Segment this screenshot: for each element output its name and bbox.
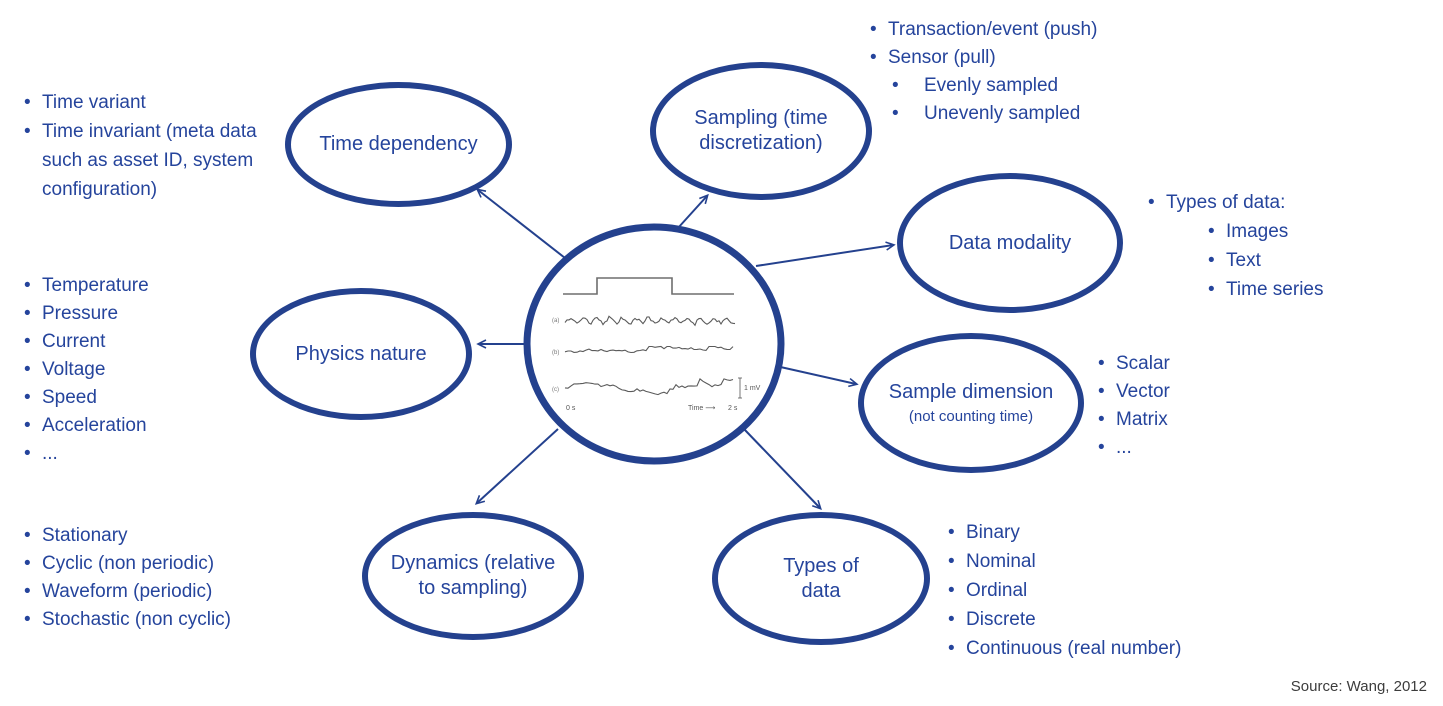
node-types-of-data: Types of data xyxy=(712,512,930,645)
waveform-c xyxy=(564,378,734,396)
scale-bar-label: 1 mV xyxy=(744,385,761,392)
arrow-to-time-dependency xyxy=(475,188,566,259)
list-item: Cyclic (non periodic) xyxy=(22,550,332,578)
list-item: Sensor (pull) xyxy=(868,44,1208,72)
pulse-signal xyxy=(563,277,734,295)
node-data-modality: Data modality xyxy=(897,173,1123,313)
list-item: Unevenly sampled xyxy=(868,100,1208,128)
list-item: Pressure xyxy=(22,300,262,328)
arrow-to-types-of-data xyxy=(743,428,822,511)
arrows xyxy=(474,188,896,511)
node-physics-nature: Physics nature xyxy=(250,288,472,420)
list-item: Time invariant (meta data such as asset … xyxy=(22,117,276,204)
arrow-to-sampling xyxy=(677,193,709,229)
node-sampling: Sampling (time discretization) xyxy=(650,62,872,200)
list-item: Stochastic (non cyclic) xyxy=(22,606,332,634)
source-caption: Source: Wang, 2012 xyxy=(1290,678,1427,695)
list-item: Types of data: xyxy=(1146,188,1416,217)
node-label: Physics nature xyxy=(295,342,427,365)
node-dynamics: Dynamics (relative to sampling) xyxy=(362,512,584,640)
list-dynamics: Stationary Cyclic (non periodic) Wavefor… xyxy=(22,522,332,634)
list-data-modality: Types of data: Images Text Time series xyxy=(1146,188,1416,304)
list-item: Time series xyxy=(1146,275,1416,304)
arrow-to-sample-dimension xyxy=(775,365,859,388)
center-node-circle xyxy=(523,223,785,465)
arrow-to-data-modality xyxy=(755,241,896,267)
list-item: Evenly sampled xyxy=(868,72,1208,100)
node-label: Sampling (time discretization) xyxy=(694,107,828,154)
list-item: Ordinal xyxy=(946,576,1286,605)
node-label: Sample dimension xyxy=(888,381,1054,403)
list-item: ... xyxy=(22,440,262,468)
list-time-dependency: Time variant Time invariant (meta data s… xyxy=(22,88,276,204)
list-item: Binary xyxy=(946,518,1286,547)
list-item: ... xyxy=(1096,434,1306,462)
list-item: Transaction/event (push) xyxy=(868,16,1208,44)
list-item: Current xyxy=(22,328,262,356)
waveform-b xyxy=(564,345,734,354)
waveform-a xyxy=(564,315,736,327)
list-item: Voltage xyxy=(22,356,262,384)
node-label: Data modality xyxy=(948,231,1072,254)
arrow-to-dynamics xyxy=(474,428,559,505)
time-axis-start: 0 s xyxy=(566,405,576,412)
list-item: Waveform (periodic) xyxy=(22,578,332,606)
list-item: Matrix xyxy=(1096,406,1306,434)
trace-a-label: (a) xyxy=(552,318,559,324)
list-item: Acceleration xyxy=(22,412,262,440)
list-item: Nominal xyxy=(946,547,1286,576)
time-axis-end: 2 s xyxy=(728,405,738,412)
list-item: Scalar xyxy=(1096,350,1306,378)
list-item: Speed xyxy=(22,384,262,412)
list-item: Continuous (real number) xyxy=(946,634,1286,663)
node-label: Dynamics (relative to sampling) xyxy=(390,552,556,599)
list-physics-nature: Temperature Pressure Current Voltage Spe… xyxy=(22,272,262,468)
trace-b-label: (b) xyxy=(552,350,559,356)
list-item: Temperature xyxy=(22,272,262,300)
scale-bar xyxy=(738,377,742,399)
list-item: Stationary xyxy=(22,522,332,550)
list-item: Images xyxy=(1146,217,1416,246)
node-sublabel: (not counting time) xyxy=(908,408,1034,425)
center-figure: (a) (b) (c) 1 mV 0 s Time ⟶ 2 s xyxy=(552,277,761,412)
list-types-of-data: Binary Nominal Ordinal Discrete Continuo… xyxy=(946,518,1286,663)
trace-c-label: (c) xyxy=(552,387,559,393)
list-item: Text xyxy=(1146,246,1416,275)
node-label: Time dependency xyxy=(319,133,478,155)
time-axis-label: Time ⟶ xyxy=(688,405,715,412)
node-time-dependency: Time dependency xyxy=(285,82,512,207)
list-sampling: Transaction/event (push) Sensor (pull) E… xyxy=(868,16,1208,128)
node-sample-dimension: Sample dimension (not counting time) xyxy=(858,333,1084,473)
node-label: Types of data xyxy=(783,554,859,602)
list-item: Discrete xyxy=(946,605,1286,634)
list-item: Time variant xyxy=(22,88,276,117)
list-item: Vector xyxy=(1096,378,1306,406)
list-sample-dimension: Scalar Vector Matrix ... xyxy=(1096,350,1306,462)
